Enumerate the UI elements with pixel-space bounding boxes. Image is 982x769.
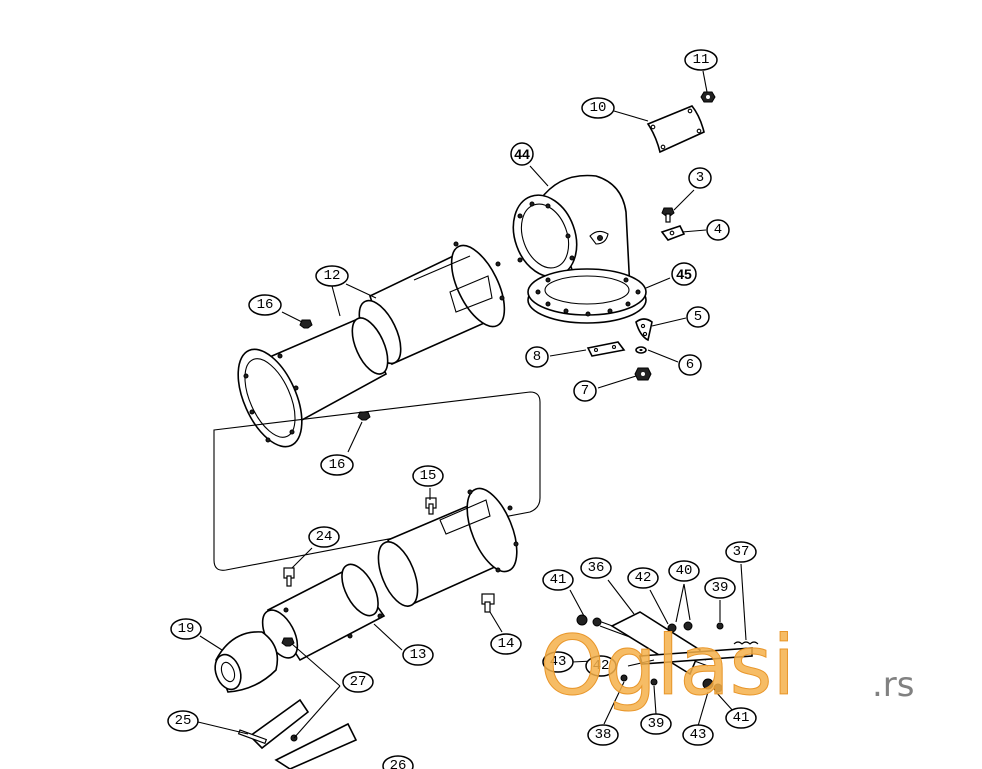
leader-lines <box>197 70 747 739</box>
part-7-nut <box>634 367 652 381</box>
part-3-bolt <box>661 207 675 223</box>
part-14-bolt <box>481 593 495 613</box>
svg-text:25: 25 <box>175 713 192 729</box>
callout-12: 12 <box>315 265 349 287</box>
part-4-clip <box>660 225 686 241</box>
callout-25: 25 <box>167 710 199 732</box>
callout-19: 19 <box>170 618 202 640</box>
svg-text:42: 42 <box>635 570 652 586</box>
part-44-elbow <box>512 174 631 301</box>
callout-14: 14 <box>490 633 522 655</box>
callout-16-upper: 16 <box>248 294 282 316</box>
callout-4: 4 <box>706 219 730 241</box>
part-12-lower-tube <box>237 316 389 448</box>
callout-44: 44 <box>510 142 534 166</box>
callout-39-lower: 39 <box>640 713 672 735</box>
watermark-word: Oglasi <box>540 619 795 714</box>
svg-text:7: 7 <box>581 383 589 399</box>
watermark-suffix: .rs <box>872 665 915 705</box>
svg-text:26: 26 <box>390 758 407 769</box>
svg-text:39: 39 <box>712 580 729 596</box>
part-16-bolt-upper <box>299 319 313 329</box>
svg-text:11: 11 <box>693 52 710 68</box>
part-10-cover-plate <box>646 105 705 154</box>
svg-text:41: 41 <box>733 710 750 726</box>
svg-text:39: 39 <box>648 716 665 732</box>
callout-40: 40 <box>668 560 700 582</box>
svg-text:38: 38 <box>595 727 612 743</box>
callout-41-lower: 41 <box>725 707 757 729</box>
callout-24: 24 <box>308 526 340 548</box>
callout-42-lower: 42 <box>585 655 617 677</box>
callout-39-upper: 39 <box>704 577 736 599</box>
part-13-lower-tube <box>377 487 519 608</box>
callout-45: 45 <box>671 262 697 286</box>
svg-text:43: 43 <box>550 654 567 670</box>
svg-text:16: 16 <box>329 457 346 473</box>
callout-41-upper: 41 <box>542 569 574 591</box>
part-15-bolt <box>425 497 437 515</box>
callout-36: 36 <box>580 557 612 579</box>
part-6-washer <box>635 346 647 354</box>
callout-5: 5 <box>686 306 710 328</box>
svg-text:4: 4 <box>714 222 722 238</box>
svg-text:42: 42 <box>593 658 610 674</box>
callout-3: 3 <box>688 167 712 189</box>
callout-8: 8 <box>525 346 549 368</box>
svg-text:36: 36 <box>588 560 605 576</box>
part-19-cap <box>214 631 279 693</box>
callout-10: 10 <box>581 97 615 119</box>
svg-text:41: 41 <box>550 572 567 588</box>
svg-text:8: 8 <box>533 349 541 365</box>
callout-43-upper: 43 <box>542 651 574 673</box>
callout-42-upper: 42 <box>627 567 659 589</box>
part-5-bracket <box>635 318 653 342</box>
callout-16-lower: 16 <box>320 454 354 476</box>
svg-text:3: 3 <box>696 170 704 186</box>
svg-text:37: 37 <box>733 544 750 560</box>
callout-43-lower: 43 <box>682 724 714 746</box>
callout-7: 7 <box>573 380 597 402</box>
callout-11: 11 <box>684 49 718 71</box>
svg-text:10: 10 <box>590 100 607 116</box>
svg-text:12: 12 <box>324 268 341 284</box>
svg-text:13: 13 <box>410 647 427 663</box>
part-27-nut <box>281 637 295 647</box>
part-lever-assembly <box>576 611 759 693</box>
callout-26: 26 <box>382 755 414 769</box>
callout-38: 38 <box>587 724 619 746</box>
svg-text:14: 14 <box>498 636 515 652</box>
svg-text:5: 5 <box>694 309 702 325</box>
callout-37: 37 <box>725 541 757 563</box>
svg-text:40: 40 <box>676 563 693 579</box>
svg-text:24: 24 <box>316 529 333 545</box>
svg-text:43: 43 <box>690 727 707 743</box>
svg-text:27: 27 <box>350 674 367 690</box>
part-45-base-flange <box>527 268 647 324</box>
callout-13: 13 <box>402 644 434 666</box>
svg-text:45: 45 <box>676 266 692 282</box>
callout-6: 6 <box>678 354 702 376</box>
assembly-outline <box>213 391 541 571</box>
svg-text:44: 44 <box>514 146 530 162</box>
svg-text:19: 19 <box>178 621 195 637</box>
part-8-plate <box>586 341 626 357</box>
svg-text:6: 6 <box>686 357 694 373</box>
part-16-nut-lower <box>357 411 371 421</box>
part-24-bolt <box>283 567 295 587</box>
oglasi-watermark: Oglasi .rs <box>540 619 915 715</box>
svg-text:15: 15 <box>420 468 437 484</box>
part-11-nut <box>700 91 716 103</box>
svg-text:16: 16 <box>257 297 274 313</box>
callout-27: 27 <box>342 671 374 693</box>
part-12-upper-tube <box>358 241 506 366</box>
callout-15: 15 <box>412 465 444 487</box>
